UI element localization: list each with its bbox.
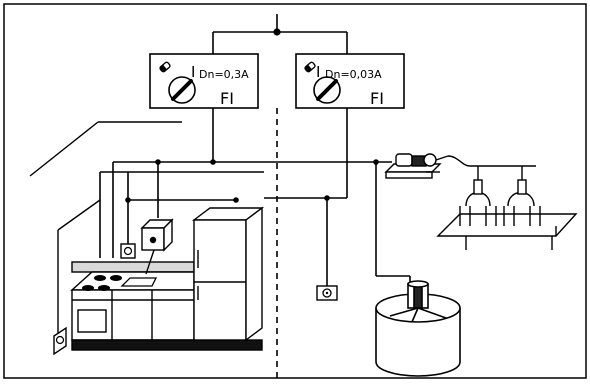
milk-tank bbox=[375, 280, 461, 377]
breaker-1-knob-icon bbox=[159, 61, 196, 104]
milking-clusters bbox=[436, 179, 578, 250]
wall-socket-left bbox=[53, 326, 67, 356]
room-walls bbox=[29, 121, 182, 336]
breaker-1-type-label: FI bbox=[220, 89, 234, 108]
kitchen-circuit-wiring bbox=[99, 108, 264, 258]
breaker-2-rating-label: I bbox=[316, 63, 320, 81]
wiring-junctions bbox=[125, 159, 239, 203]
water-heater bbox=[140, 218, 174, 263]
milking-pipe bbox=[447, 155, 536, 180]
rcd-breaker-2: I Dn=0,03A FI bbox=[295, 53, 405, 109]
barn-junctions bbox=[324, 159, 379, 201]
kitchen-socket bbox=[120, 243, 136, 259]
breaker-1-rating-sub: Dn=0,3A bbox=[199, 68, 249, 81]
breaker-2-rating-sub: Dn=0,03A bbox=[325, 68, 382, 81]
barn-socket bbox=[316, 285, 338, 301]
breaker-1-rating-label: I bbox=[191, 63, 195, 81]
hob-burners-icon bbox=[82, 275, 122, 291]
rcd-breaker-1: I Dn=0,3A FI bbox=[149, 53, 259, 109]
sink-icon bbox=[120, 261, 158, 287]
vacuum-pump-icon bbox=[384, 153, 449, 179]
tall-cabinet bbox=[191, 206, 265, 342]
supply-feed bbox=[212, 14, 348, 54]
breaker-2-type-label: FI bbox=[370, 89, 384, 108]
breaker-2-knob-icon bbox=[304, 61, 341, 104]
barn-circuit-wiring bbox=[264, 108, 411, 290]
